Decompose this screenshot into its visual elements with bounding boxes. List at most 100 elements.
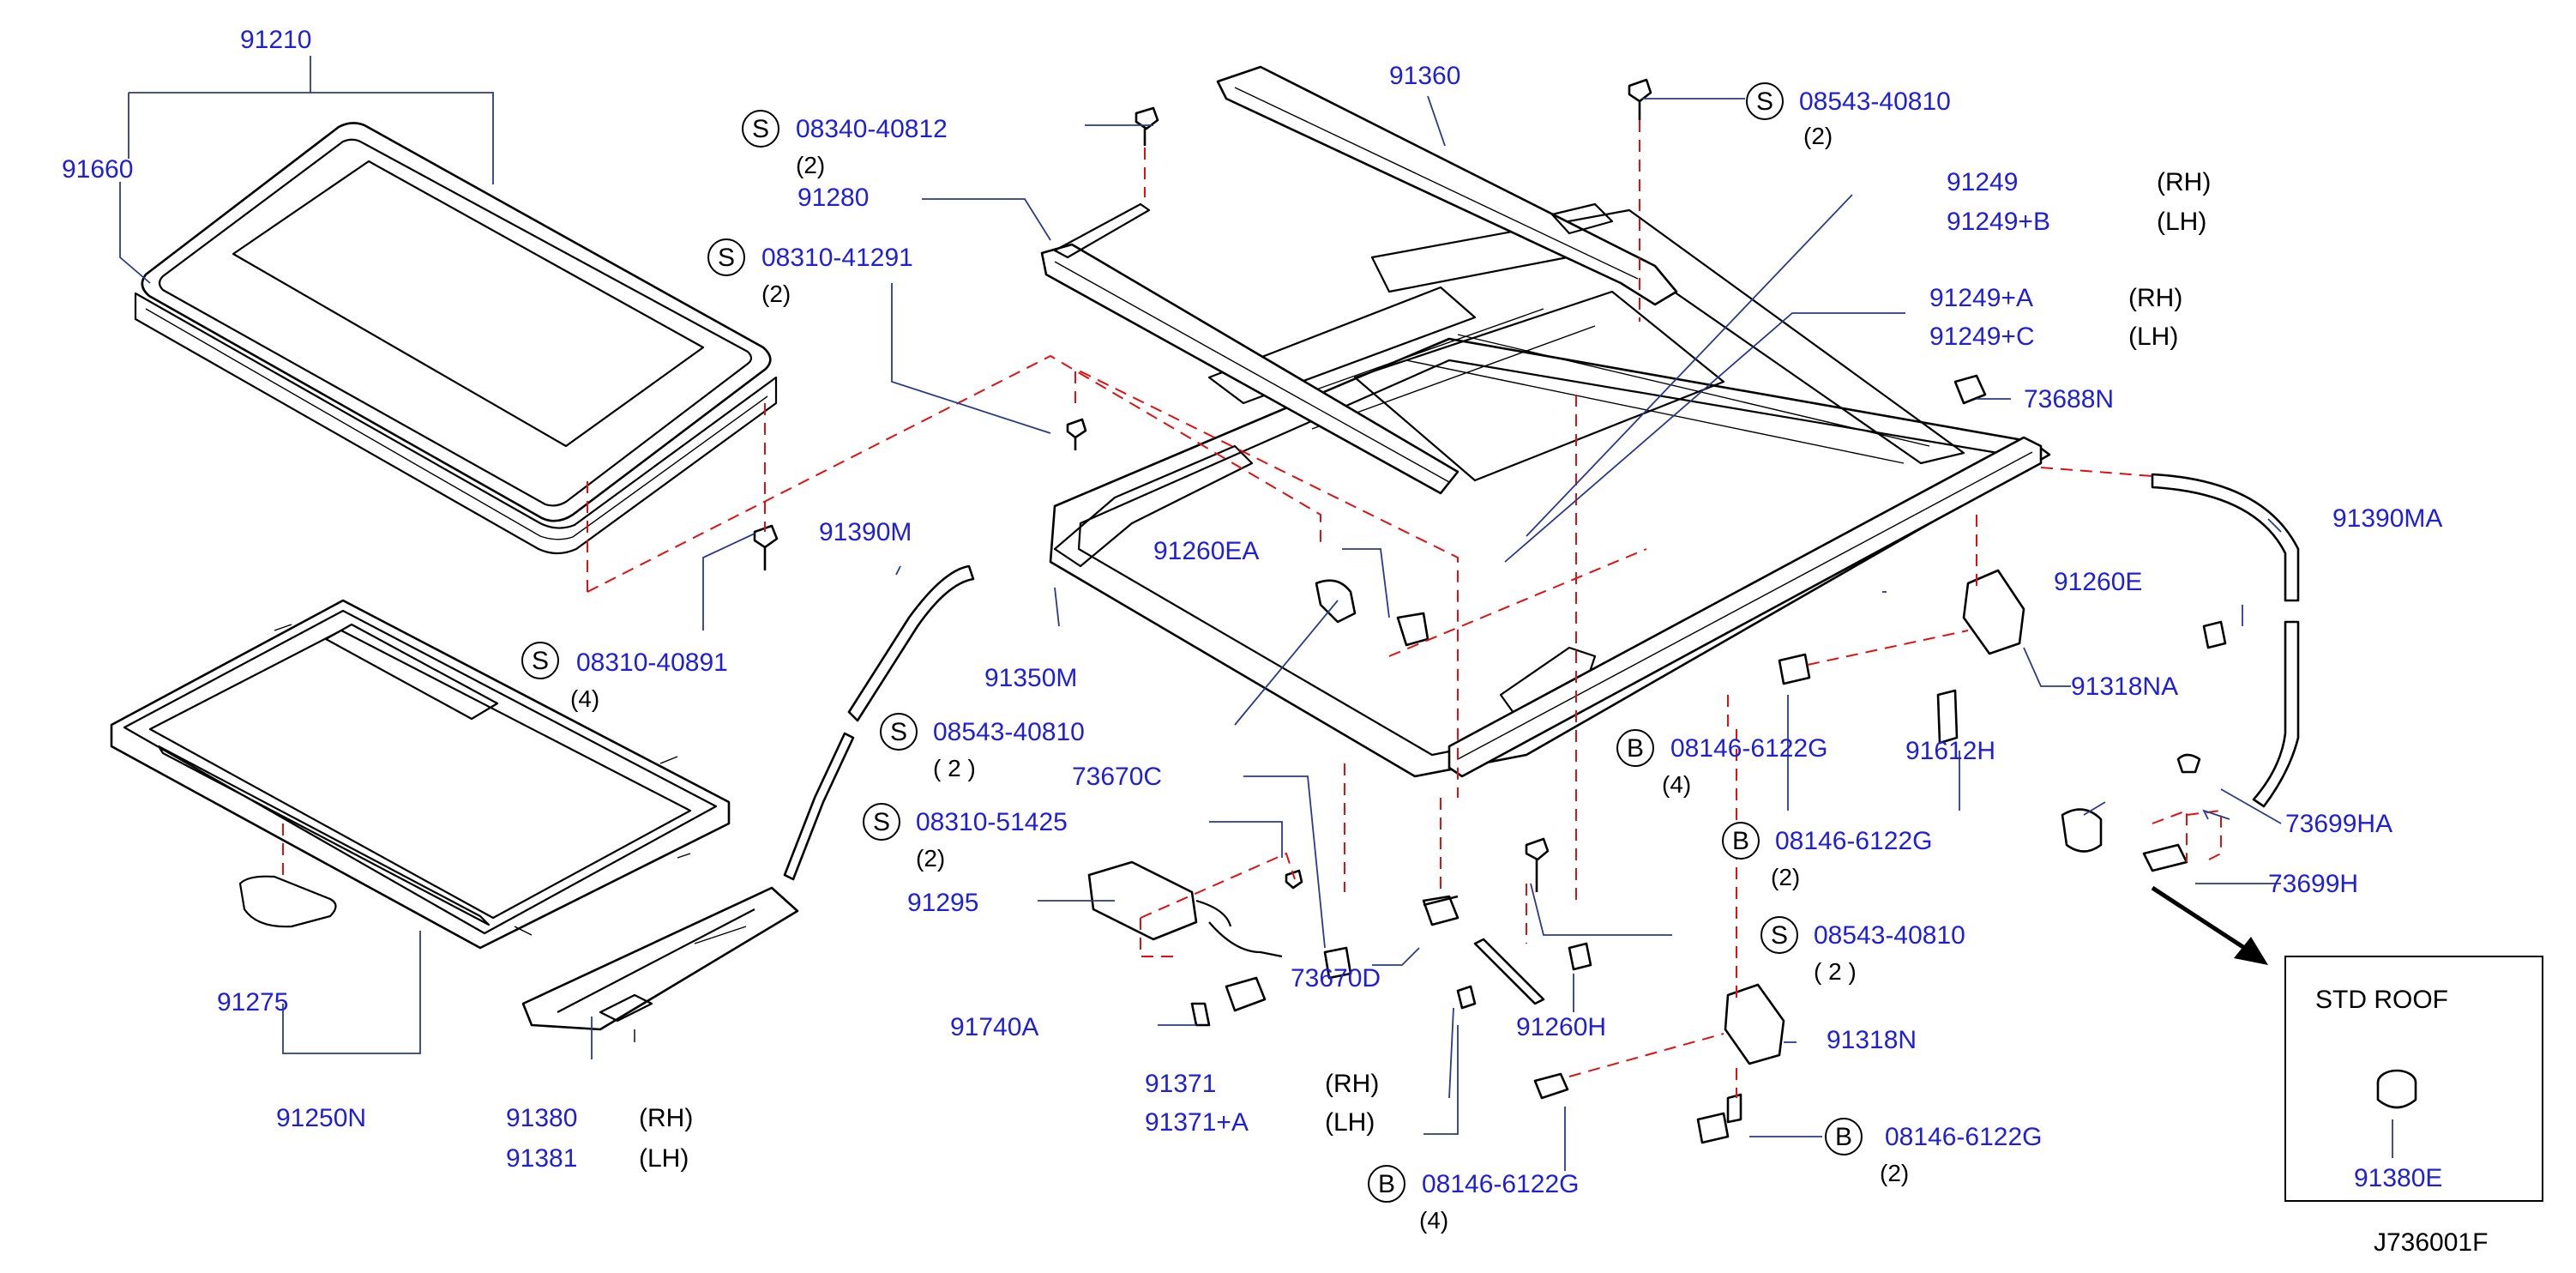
side-rail-drawing <box>1447 436 2043 778</box>
part-91380E[interactable]: 91380E <box>2354 1164 2442 1192</box>
bolt-mark: B <box>1835 1123 1852 1151</box>
part-91295[interactable]: 91295 <box>907 889 978 917</box>
std-part-mark: S <box>532 647 549 675</box>
part-73670D[interactable]: 73670D <box>1291 964 1381 992</box>
bolt-code[interactable]: 08146-6122G <box>1885 1123 2043 1151</box>
std-part-code[interactable]: 08310-40891 <box>576 649 728 677</box>
part-73670C[interactable]: 73670C <box>1072 763 1162 791</box>
bolt-mark: B <box>1627 734 1644 763</box>
std-part-mark: S <box>1771 921 1788 950</box>
part-91660[interactable]: 91660 <box>62 155 133 184</box>
bolt-code[interactable]: 08146-6122G <box>1422 1170 1580 1198</box>
std-part-mark: S <box>718 244 735 272</box>
std-part-mark: S <box>890 718 907 746</box>
std-part-code[interactable]: 08340-40812 <box>796 115 948 143</box>
bolt-qty: (4) <box>1419 1207 1448 1234</box>
bracket-drawing <box>1724 569 2025 1065</box>
fastener-callout-s5[interactable]: S 08543-40810 ( 2 ) <box>880 713 1085 781</box>
std-part-mark: S <box>873 808 890 836</box>
part-91249[interactable]: 91249 <box>1947 168 2018 196</box>
front-housing-drawing <box>521 886 799 1042</box>
sunshade-drawing <box>110 599 731 950</box>
part-number-labels: 91210 91660 91360 91280 91249 (RH) 91249… <box>62 26 2442 1173</box>
side-lh: (LH) <box>1325 1108 1375 1137</box>
part-91371A[interactable]: 91371+A <box>1145 1108 1249 1137</box>
std-part-mark: S <box>752 115 769 143</box>
diagram-code: J736001F <box>2374 1228 2488 1257</box>
std-part-code[interactable]: 08310-51425 <box>916 808 1068 836</box>
leader-lines <box>119 56 2393 1171</box>
fastener-drawings <box>753 78 2227 1144</box>
std-part-qty: (2) <box>1803 123 1833 149</box>
part-91249C[interactable]: 91249+C <box>1929 323 2035 351</box>
bolt-code[interactable]: 08146-6122G <box>1670 734 1828 763</box>
std-part-qty: (2) <box>796 152 825 178</box>
bolt-qty: (2) <box>1880 1160 1909 1186</box>
part-91318N[interactable]: 91318N <box>1827 1026 1917 1054</box>
fastener-callout-s3[interactable]: S 08310-41291 (2) <box>707 238 913 307</box>
part-91275[interactable]: 91275 <box>217 988 288 1017</box>
side-lh: (LH) <box>639 1144 689 1173</box>
side-rh: (RH) <box>1325 1070 1379 1098</box>
part-91360[interactable]: 91360 <box>1389 62 1460 90</box>
fastener-callout-b2[interactable]: B 08146-6122G (2) <box>1722 822 1933 890</box>
part-91380[interactable]: 91380 <box>506 1104 577 1132</box>
part-91318NA[interactable]: 91318NA <box>2071 673 2178 701</box>
side-rh: (RH) <box>639 1104 693 1132</box>
fastener-callout-s4[interactable]: S 08310-40891 (4) <box>521 642 728 712</box>
side-rh: (RH) <box>2128 284 2182 312</box>
fastener-callout-b1[interactable]: B 08146-6122G (4) <box>1616 729 1828 798</box>
assembly-dashed-lines <box>282 120 2222 1098</box>
sunroof-motor-drawing <box>1087 860 1283 1027</box>
glass-lid-drawing <box>134 122 778 555</box>
std-roof-box: STD ROOF 91380E <box>2284 956 2543 1202</box>
std-part-qty: ( 2 ) <box>933 755 976 781</box>
std-part-qty: ( 2 ) <box>1814 958 1857 985</box>
std-part-mark: S <box>1756 87 1773 116</box>
side-lh: (LH) <box>2157 208 2206 236</box>
fastener-callout-b3[interactable]: B 08146-6122G (2) <box>1825 1118 2043 1186</box>
std-roof-title: STD ROOF <box>2315 986 2448 1014</box>
std-part-qty: (2) <box>761 281 791 307</box>
std-part-code[interactable]: 08543-40810 <box>933 718 1085 746</box>
std-part-code[interactable]: 08310-41291 <box>761 244 913 272</box>
part-91280[interactable]: 91280 <box>797 184 869 212</box>
std-part-qty: (4) <box>570 685 599 712</box>
part-91350M[interactable]: 91350M <box>984 664 1077 692</box>
std-part-code[interactable]: 08543-40810 <box>1799 87 1951 116</box>
part-91390MA[interactable]: 91390MA <box>2332 504 2442 533</box>
rear-guide-rail-drawing <box>1040 202 1460 495</box>
part-73699H[interactable]: 73699H <box>2268 870 2358 898</box>
part-73699HA[interactable]: 73699HA <box>2285 810 2392 838</box>
bolt-qty: (2) <box>1771 864 1800 890</box>
part-91249A[interactable]: 91249+A <box>1929 284 2033 312</box>
part-91260EA[interactable]: 91260EA <box>1153 537 1259 565</box>
part-91250N[interactable]: 91250N <box>276 1104 366 1132</box>
fastener-callout-b4[interactable]: B 08146-6122G (4) <box>1368 1165 1580 1234</box>
side-rh: (RH) <box>2157 168 2211 196</box>
std-part-code[interactable]: 08543-40810 <box>1814 921 1965 950</box>
bolt-qty: (4) <box>1662 771 1691 798</box>
part-73688N[interactable]: 73688N <box>2024 385 2114 413</box>
part-91371[interactable]: 91371 <box>1145 1070 1216 1098</box>
side-lh: (LH) <box>2128 323 2178 351</box>
fastener-callout-s1[interactable]: S 08340-40812 (2) <box>742 110 948 178</box>
std-roof-plug-drawing <box>2376 1069 2417 1109</box>
part-91740A[interactable]: 91740A <box>950 1013 1038 1041</box>
part-91612H[interactable]: 91612H <box>1905 737 1995 765</box>
part-91381[interactable]: 91381 <box>506 1144 577 1173</box>
part-91260E[interactable]: 91260E <box>2054 568 2142 596</box>
fastener-callout-s6[interactable]: S 08310-51425 (2) <box>863 803 1068 872</box>
part-91210[interactable]: 91210 <box>240 26 311 54</box>
bolt-mark: B <box>1732 827 1749 855</box>
bolt-mark: B <box>1378 1170 1395 1198</box>
direction-arrow <box>2151 885 2268 965</box>
fastener-callout-s7[interactable]: S 08543-40810 ( 2 ) <box>1760 916 1965 985</box>
part-91260H[interactable]: 91260H <box>1516 1013 1606 1041</box>
part-91249B[interactable]: 91249+B <box>1947 208 2050 236</box>
wind-deflector-drawing <box>1216 65 1678 306</box>
bolt-code[interactable]: 08146-6122G <box>1775 827 1933 855</box>
part-91390M[interactable]: 91390M <box>819 518 912 546</box>
fastener-callout-s2[interactable]: S 08543-40810 (2) <box>1746 82 1951 149</box>
